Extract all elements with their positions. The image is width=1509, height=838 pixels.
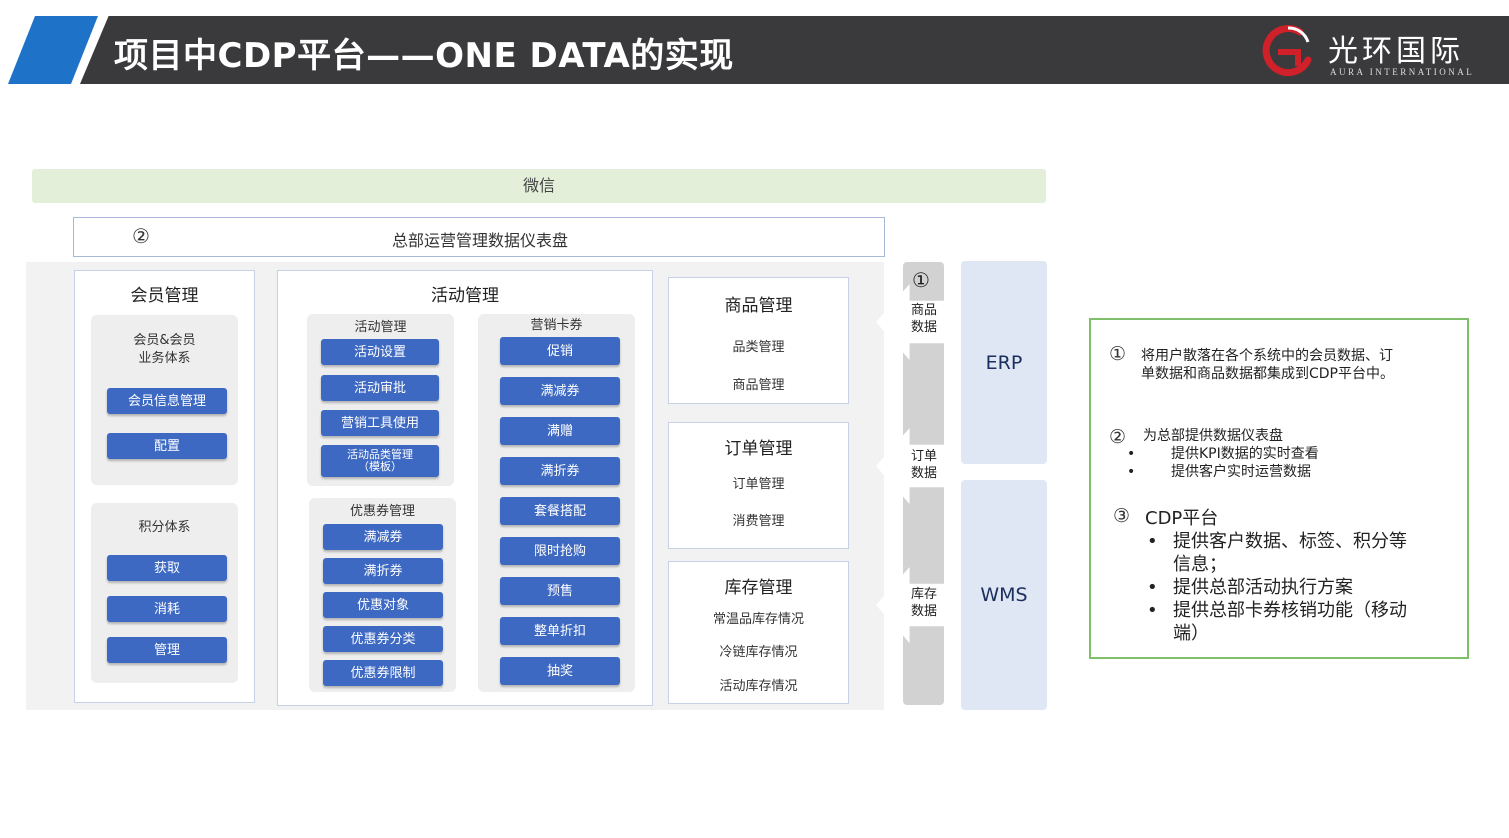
orders-panel: 订单管理 订单管理 消费管理	[668, 422, 849, 549]
orders-item: 消费管理	[732, 514, 785, 529]
member-system-title-1: 会员&会员	[133, 333, 196, 348]
goods-data-label-1: 商品	[910, 303, 937, 318]
aura-logo-icon	[1262, 25, 1312, 76]
member-config-button[interactable]: 配置	[107, 433, 227, 459]
order-discount-button[interactable]: 整单折扣	[500, 617, 620, 645]
slide-title: 项目中CDP平台——ONE DATA的实现	[114, 36, 734, 76]
dashboard-layer: ② 总部运营管理数据仪表盘	[73, 217, 885, 257]
card-reduction-button[interactable]: 满减券	[500, 377, 620, 405]
member-system-title-2: 业务体系	[138, 351, 191, 366]
info-p3-bullet-cont: 端）	[1173, 623, 1209, 644]
member-system-group: 会员&会员 业务体系 会员信息管理 配置	[91, 315, 238, 485]
orders-data-label: 订单 数据	[908, 448, 940, 482]
info-p2-number: ②	[1109, 426, 1127, 448]
activity-panel: 活动管理 活动管理 活动设置 活动审批 营销工具使用 活动品类管理 （模板） 优…	[277, 270, 653, 706]
coupon-discount-button[interactable]: 满折券	[323, 558, 443, 584]
marketing-tools-button[interactable]: 营销工具使用	[321, 410, 439, 436]
slide-header: 项目中CDP平台——ONE DATA的实现 光环国际 AURA INTERNAT…	[0, 16, 1509, 84]
activity-approval-button[interactable]: 活动审批	[321, 375, 439, 401]
member-panel-title: 会员管理	[130, 286, 199, 306]
logo-text-cn: 光环国际	[1328, 34, 1464, 69]
integration-number: ①	[912, 268, 930, 292]
points-group: 积分体系 获取 消耗 管理	[91, 503, 238, 683]
coupon-limit-button[interactable]: 优惠券限制	[323, 660, 443, 686]
wms-system: WMS	[961, 480, 1047, 710]
inventory-data-label: 库存 数据	[908, 586, 940, 620]
info-p3-bullet: 提供总部活动执行方案	[1173, 577, 1353, 598]
logo-text-en: AURA INTERNATIONAL	[1330, 67, 1475, 77]
marketing-card-group: 营销卡券 促销 满减券 满赠 满折券 套餐搭配 限时抢购 预售 整单折扣 抽奖	[478, 314, 635, 692]
orders-item: 订单管理	[732, 477, 785, 492]
inventory-panel-title: 库存管理	[724, 578, 793, 598]
gift-button[interactable]: 满赠	[500, 417, 620, 445]
activity-mgmt-title: 活动管理	[354, 320, 407, 335]
marketing-card-title: 营销卡券	[530, 318, 583, 333]
dashboard-number: ②	[132, 224, 150, 248]
activity-category-line2: （模板）	[358, 460, 402, 473]
info-p3-bullet: 提供总部卡券核销功能（移动	[1173, 600, 1407, 621]
member-panel: 会员管理 会员&会员 业务体系 会员信息管理 配置 积分体系 获取 消耗 管理	[74, 270, 255, 703]
goods-data-label-2: 数据	[910, 320, 937, 335]
points-earn-button[interactable]: 获取	[107, 555, 227, 581]
presale-button[interactable]: 预售	[500, 577, 620, 605]
points-manage-button[interactable]: 管理	[107, 637, 227, 663]
info-p3-bullet-dot: •	[1147, 600, 1158, 621]
orders-data-label-2: 数据	[910, 466, 937, 481]
company-logo: 光环国际 AURA INTERNATIONAL	[1258, 20, 1498, 80]
coupon-mgmt-title: 优惠券管理	[349, 504, 415, 519]
goods-data-label: 商品 数据	[908, 302, 940, 336]
info-p3-title: CDP平台	[1145, 508, 1219, 529]
info-p3-bullet-dot: •	[1147, 531, 1158, 552]
member-info-button[interactable]: 会员信息管理	[107, 388, 227, 414]
inventory-data-label-2: 数据	[910, 604, 937, 619]
erp-system: ERP	[961, 261, 1047, 464]
info-p1-line1: 将用户散落在各个系统中的会员数据、订	[1141, 348, 1393, 364]
activity-setup-button[interactable]: 活动设置	[321, 339, 439, 365]
info-p2-bullet: 提供KPI数据的实时查看	[1171, 446, 1319, 462]
coupon-category-button[interactable]: 优惠券分类	[323, 626, 443, 652]
activity-mgmt-group: 活动管理 活动设置 活动审批 营销工具使用 活动品类管理 （模板）	[307, 314, 454, 486]
info-p3-bullet-dot: •	[1147, 577, 1158, 598]
info-p3-bullet: 提供客户数据、标签、积分等	[1173, 531, 1407, 552]
inventory-item: 冷链库存情况	[719, 645, 798, 660]
activity-category-button[interactable]: 活动品类管理 （模板）	[321, 445, 439, 477]
orders-panel-title: 订单管理	[724, 439, 793, 459]
activity-panel-title: 活动管理	[431, 286, 499, 306]
bundle-button[interactable]: 套餐搭配	[500, 497, 620, 525]
activity-category-line1: 活动品类管理	[347, 448, 413, 461]
inventory-item: 活动库存情况	[719, 679, 798, 694]
info-p2-bullet: 提供客户实时运营数据	[1171, 464, 1311, 480]
points-consume-button[interactable]: 消耗	[107, 596, 227, 622]
info-p3-bullet-cont: 信息；	[1173, 554, 1227, 575]
info-p2-bullet-dot: •	[1127, 446, 1136, 462]
points-title: 积分体系	[138, 520, 191, 535]
goods-item: 品类管理	[732, 340, 785, 355]
inventory-item: 常温品库存情况	[712, 612, 804, 627]
inventory-panel: 库存管理 常温品库存情况 冷链库存情况 活动库存情况	[668, 561, 849, 704]
lottery-button[interactable]: 抽奖	[500, 657, 620, 685]
info-box: ① 将用户散落在各个系统中的会员数据、订 单数据和商品数据都集成到CDP平台中。…	[1089, 318, 1469, 659]
inventory-data-label-1: 库存	[910, 587, 937, 602]
card-discount-button[interactable]: 满折券	[500, 457, 620, 485]
coupon-mgmt-group: 优惠券管理 满减券 满折券 优惠对象 优惠券分类 优惠券限制	[309, 498, 456, 692]
goods-panel: 商品管理 品类管理 商品管理	[668, 277, 849, 404]
coupon-target-button[interactable]: 优惠对象	[323, 592, 443, 618]
info-p2-bullet-dot: •	[1127, 464, 1136, 480]
dashboard-label: 总部运营管理数据仪表盘	[391, 231, 568, 250]
goods-item: 商品管理	[732, 378, 785, 393]
coupon-reduction-button[interactable]: 满减券	[323, 524, 443, 550]
header-bar	[80, 16, 1509, 84]
goods-panel-title: 商品管理	[724, 296, 793, 316]
info-p1-number: ①	[1109, 343, 1127, 365]
flash-sale-button[interactable]: 限时抢购	[500, 537, 620, 565]
orders-data-label-1: 订单	[910, 449, 937, 464]
info-p2-title: 为总部提供数据仪表盘	[1143, 428, 1283, 444]
wechat-layer: 微信	[32, 169, 1046, 203]
promotion-button[interactable]: 促销	[500, 337, 620, 365]
info-p1-line2: 单数据和商品数据都集成到CDP平台中。	[1141, 366, 1394, 382]
info-p3-number: ③	[1113, 505, 1131, 527]
